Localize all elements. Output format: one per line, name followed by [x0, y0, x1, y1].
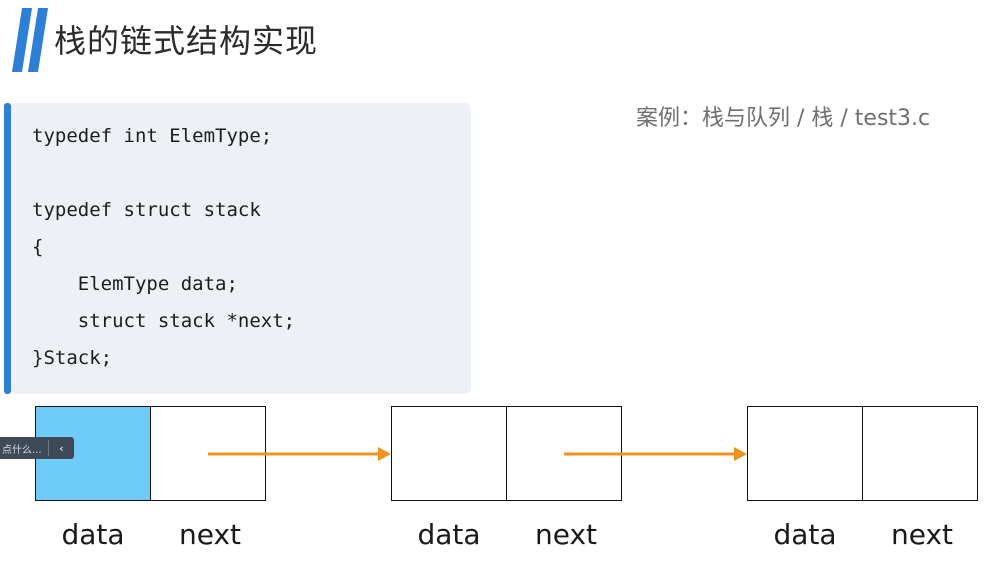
side-toolbar-divider [48, 440, 49, 456]
node-1-next-cell [150, 406, 266, 501]
side-toolbar-widget[interactable]: 点什么... ‹ [0, 437, 74, 459]
arrow-head-1 [378, 447, 391, 461]
code-block-accent-bar [4, 103, 11, 394]
code-line: { [32, 236, 44, 258]
node-3-data-cell [747, 406, 863, 501]
case-reference: 案例：栈与队列 / 栈 / test3.c [636, 106, 931, 131]
title-logo-icon [12, 8, 48, 72]
code-line: typedef struct stack [32, 199, 261, 221]
arrow-head-2 [734, 447, 747, 461]
code-block [10, 103, 471, 394]
node-1-data-label: data [61, 518, 125, 551]
code-line: struct stack *next; [32, 310, 296, 332]
node-3-next-cell [862, 406, 978, 501]
node-2-data-label: data [417, 518, 481, 551]
node-1-next-label: next [178, 518, 242, 551]
node-3-next-label: next [890, 518, 954, 551]
code-line: ElemType data; [32, 273, 238, 295]
code-line: }Stack; [32, 347, 113, 369]
node-2-next-label: next [534, 518, 598, 551]
node-3-data-label: data [773, 518, 837, 551]
chevron-left-icon[interactable]: ‹ [59, 441, 64, 455]
code-line: typedef int ElemType; [32, 125, 273, 147]
node-2-next-cell [506, 406, 622, 501]
node-2-data-cell [391, 406, 507, 501]
side-toolbar-text[interactable]: 点什么... [2, 444, 42, 456]
page-title: 栈的链式结构实现 [54, 22, 319, 60]
